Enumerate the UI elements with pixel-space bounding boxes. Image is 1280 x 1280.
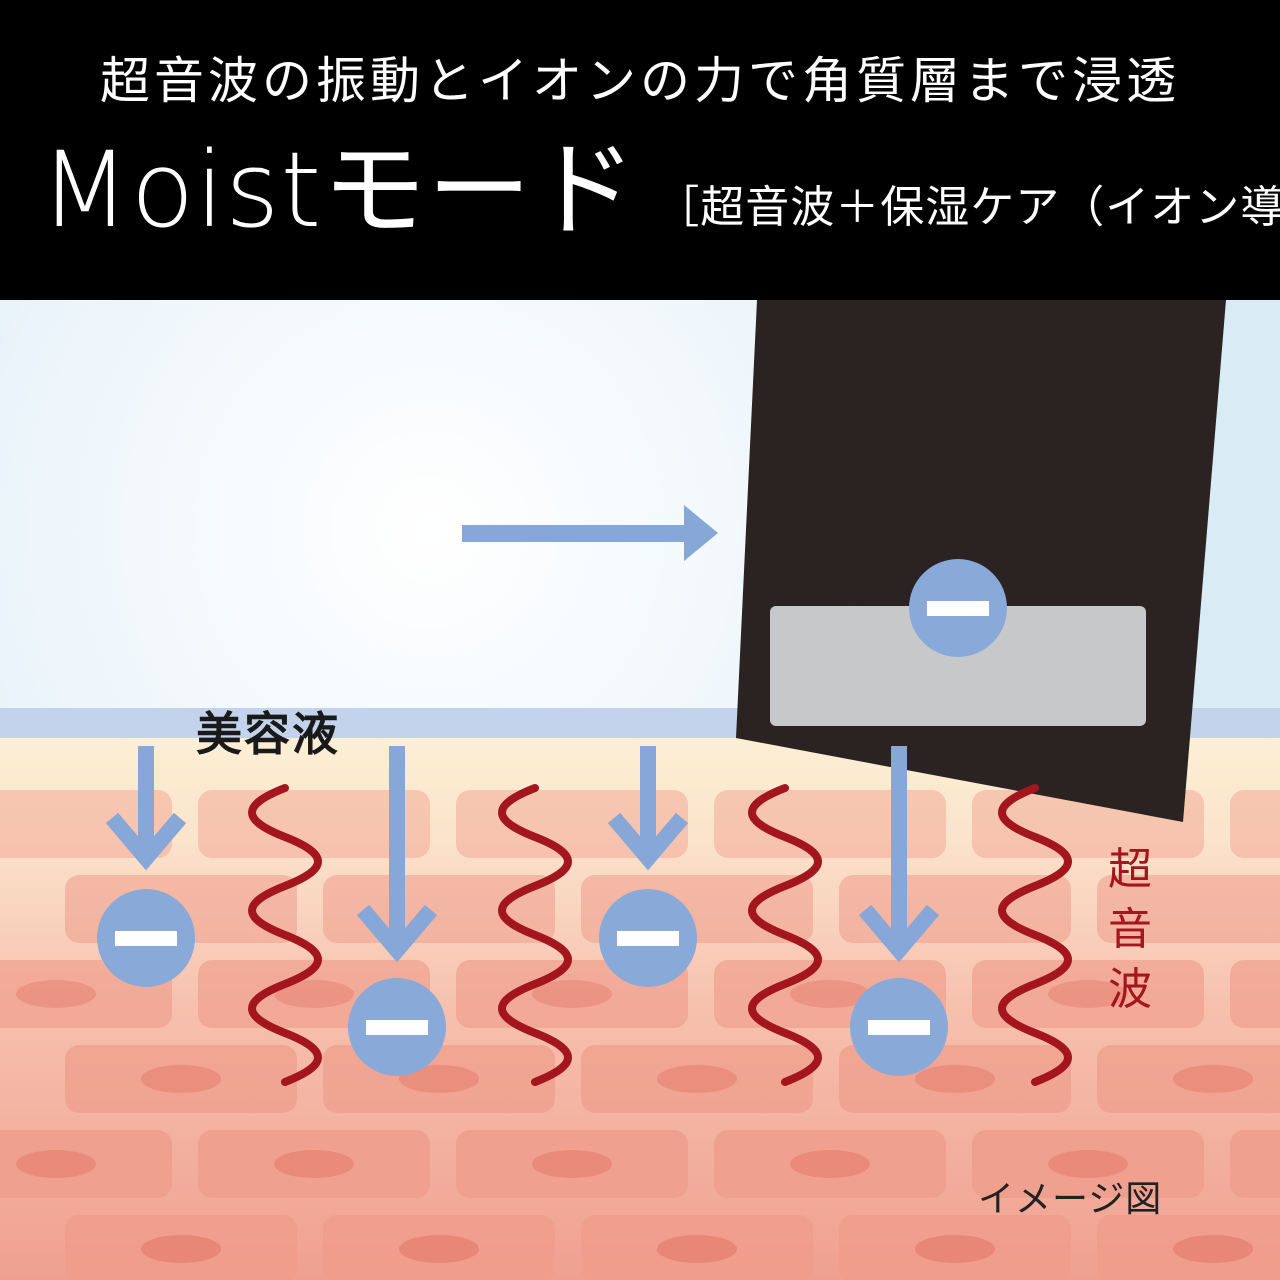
penetration-arrow xyxy=(607,746,689,871)
device-plate xyxy=(770,606,1146,726)
header-banner: 超音波の振動とイオンの力で角質層まで浸透 Moistモード ［超音波＋保湿ケア（イ… xyxy=(0,0,1280,300)
penetration-arrow xyxy=(858,746,940,963)
minus-sign-icon xyxy=(115,931,177,946)
headline: 超音波の振動とイオンの力で角質層まで浸透 xyxy=(100,52,1180,110)
cell-nucleus xyxy=(532,980,612,1008)
cell-nucleus xyxy=(274,1150,354,1178)
device xyxy=(736,300,1226,822)
ion-markers xyxy=(97,559,1007,1076)
cell-nucleus xyxy=(532,1150,612,1178)
cell-nucleus xyxy=(1048,980,1128,1008)
image-note: イメージ図 xyxy=(978,1179,1163,1220)
cell-nucleus xyxy=(1173,1065,1253,1093)
minus-sign-icon xyxy=(927,601,989,616)
skin-cell xyxy=(1230,790,1280,858)
mode-name: Moistモード xyxy=(40,129,638,251)
skin-cells xyxy=(0,790,1280,1280)
cell-nucleus xyxy=(790,980,870,1008)
penetration-arrow xyxy=(356,746,438,963)
skin-ion-marker xyxy=(97,889,195,987)
skin-ion-marker xyxy=(348,978,446,1076)
ultrasonic-wave xyxy=(498,784,572,1086)
illustration-svg xyxy=(0,300,1280,1280)
skin-cell xyxy=(714,790,946,858)
cell-nucleus xyxy=(657,1235,737,1263)
skin-cell xyxy=(1230,960,1280,1028)
ultrasonic-wave xyxy=(748,784,822,1086)
minus-sign-icon xyxy=(868,1020,930,1035)
ultrasonic-wave xyxy=(248,784,322,1086)
skin-ion-marker xyxy=(599,889,697,987)
illustration: 美容液 超音波 イメージ図 xyxy=(0,300,1280,1280)
ultrasonic-label: 超音波 xyxy=(1108,844,1152,1015)
mode-detail: ［超音波＋保湿ケア（イオン導入）］ xyxy=(655,182,1280,233)
skin-cell xyxy=(1230,1130,1280,1198)
cell-nucleus xyxy=(915,1235,995,1263)
ultrasonic-waves xyxy=(248,784,1072,1086)
cell-nucleus xyxy=(141,1065,221,1093)
cell-nucleus xyxy=(141,1235,221,1263)
device-head xyxy=(755,464,1166,612)
serum-label: 美容液 xyxy=(196,707,340,761)
minus-sign-icon xyxy=(617,931,679,946)
cell-nucleus xyxy=(790,1150,870,1178)
ultrasonic-wave xyxy=(998,784,1072,1086)
device-ion-marker xyxy=(909,559,1007,657)
cell-nucleus xyxy=(399,1065,479,1093)
mode-title: Moistモード ［超音波＋保湿ケア（イオン導入）］ xyxy=(40,130,1280,250)
skin-cell xyxy=(1097,875,1280,943)
cell-nucleus xyxy=(16,1150,96,1178)
cell-nucleus xyxy=(16,980,96,1008)
penetration-arrows xyxy=(105,746,940,963)
motion-arrow xyxy=(462,505,718,561)
cell-nucleus xyxy=(915,1065,995,1093)
minus-sign-icon xyxy=(366,1020,428,1035)
cell-nucleus xyxy=(274,980,354,1008)
cell-nucleus xyxy=(1173,1235,1253,1263)
skin-ion-marker xyxy=(850,978,948,1076)
cell-nucleus xyxy=(657,1065,737,1093)
cell-nucleus xyxy=(1048,1150,1128,1178)
penetration-arrow xyxy=(105,746,187,871)
cell-nucleus xyxy=(399,1235,479,1263)
